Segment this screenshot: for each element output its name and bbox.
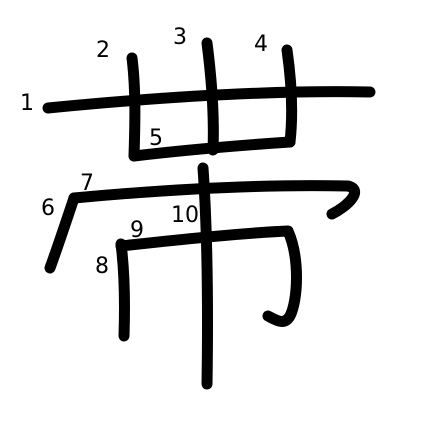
stroke-5	[128, 136, 296, 162]
stroke-number-8: 8	[95, 254, 109, 279]
stroke-number-6: 6	[41, 196, 55, 221]
stroke-number-9: 9	[130, 218, 144, 243]
stroke-3	[201, 37, 219, 156]
stroke-number-3: 3	[173, 25, 187, 50]
stroke-number-1: 1	[20, 91, 34, 116]
stroke-9	[115, 225, 302, 327]
stroke-4	[281, 44, 298, 148]
stroke-number-7: 7	[80, 171, 94, 196]
stroke-7	[68, 180, 360, 220]
stroke-number-10: 10	[171, 203, 199, 228]
stroke-number-2: 2	[96, 38, 110, 63]
stroke-number-4: 4	[254, 32, 268, 57]
stroke-6	[44, 192, 80, 274]
stroke-2	[126, 52, 141, 162]
stroke-8	[115, 238, 131, 342]
stroke-10	[197, 162, 214, 390]
stroke-number-5: 5	[149, 126, 163, 151]
